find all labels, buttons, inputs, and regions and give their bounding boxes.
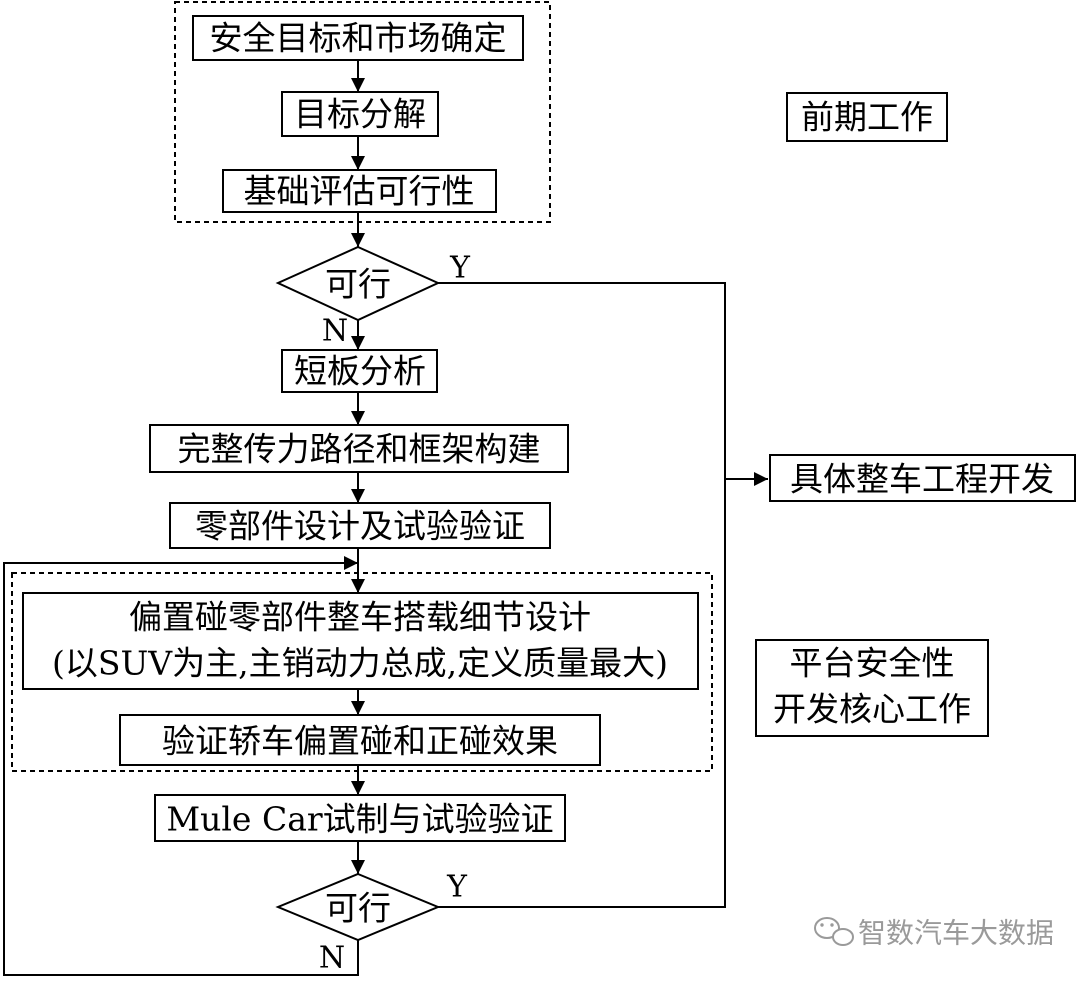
step-label-7-line2: (以SUV为主,主销动力总成,定义质量最大) bbox=[52, 644, 668, 683]
early-work-box bbox=[786, 92, 948, 142]
step-box-5 bbox=[149, 424, 569, 473]
core-work-group bbox=[11, 572, 713, 772]
decision-yes-label-1: Y bbox=[449, 251, 471, 286]
step-label-2: 目标分解 bbox=[294, 95, 426, 134]
step-label-1: 安全目标和市场确定 bbox=[210, 19, 507, 58]
decision-no-label-1: N bbox=[322, 314, 348, 349]
decision-yes-label-2: Y bbox=[446, 870, 468, 905]
no-loop-path bbox=[3, 556, 359, 976]
step-label-7-line1: 偏置碰零部件整车搭载细节设计 bbox=[129, 598, 591, 637]
output-label: 具体整车工程开发 bbox=[790, 460, 1054, 499]
decision-label-2: 可行 bbox=[325, 889, 391, 928]
decision-diamond-2 bbox=[275, 872, 441, 942]
step-box-8 bbox=[119, 714, 601, 766]
wechat-icon bbox=[814, 917, 854, 946]
step-box-7 bbox=[22, 592, 699, 690]
step-label-6: 零部件设计及试验验证 bbox=[195, 507, 525, 546]
step-box-2 bbox=[281, 91, 439, 137]
step-box-6 bbox=[169, 502, 551, 549]
step-box-1 bbox=[192, 15, 524, 61]
output-box bbox=[769, 454, 1076, 502]
yes-path-2 bbox=[438, 479, 726, 908]
watermark-text: 智数汽车大数据 bbox=[858, 917, 1054, 950]
core-work-box bbox=[755, 639, 989, 737]
step-label-9: Mule Car试制与试验验证 bbox=[166, 800, 553, 839]
step-label-4: 短板分析 bbox=[294, 352, 426, 391]
step-box-9 bbox=[154, 794, 566, 842]
core-work-label-line2: 开发核心工作 bbox=[773, 690, 971, 729]
yes-path-1 bbox=[438, 282, 768, 486]
decision-label-1: 可行 bbox=[325, 265, 391, 304]
step-box-4 bbox=[281, 349, 438, 393]
decision-no-label-2: N bbox=[319, 941, 345, 976]
core-work-label-line1: 平台安全性 bbox=[790, 644, 955, 683]
step-box-3 bbox=[222, 169, 497, 213]
early-work-group bbox=[174, 1, 551, 223]
step-label-5: 完整传力路径和框架构建 bbox=[178, 430, 541, 469]
early-work-label: 前期工作 bbox=[801, 98, 933, 137]
step-label-3: 基础评估可行性 bbox=[244, 172, 475, 211]
step-label-8: 验证轿车偏置碰和正碰效果 bbox=[162, 722, 558, 761]
decision-diamond-1 bbox=[275, 245, 441, 322]
